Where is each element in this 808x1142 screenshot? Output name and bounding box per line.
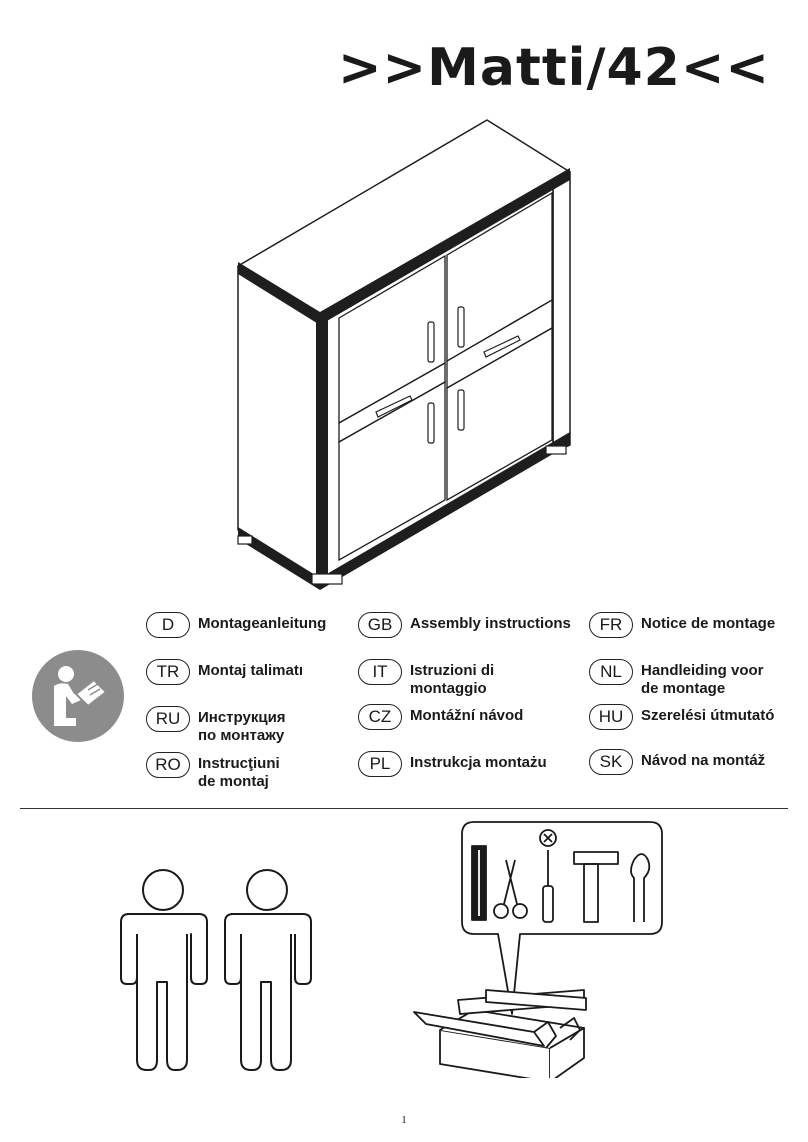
language-name: Notice de montage: [641, 615, 776, 632]
language-code-badge: SK: [589, 749, 633, 775]
lang-item-hu: HU Szerelési útmutató: [589, 704, 774, 730]
language-code-badge: TR: [146, 659, 190, 685]
language-code-badge: HU: [589, 704, 633, 730]
read-instructions-icon: [32, 650, 124, 742]
language-name: Istruzioni di montaggio: [410, 662, 495, 697]
language-code-badge: PL: [358, 751, 402, 777]
language-name: Montážní návod: [410, 707, 524, 724]
lang-item-d: D Montageanleitung: [146, 612, 326, 638]
language-name: Szerelési útmutató: [641, 707, 775, 724]
document-title: >>Matti/42<<: [337, 38, 770, 98]
language-name: Handleiding voor de montage: [641, 662, 764, 697]
cabinet-illustration: [237, 119, 571, 590]
language-name: Instrucţiuni de montaj: [198, 755, 280, 790]
language-code-badge: GB: [358, 612, 402, 638]
language-name: Návod na montáž: [641, 752, 766, 769]
section-divider: [20, 808, 788, 809]
lang-item-nl: NL Handleiding voor de montage: [589, 659, 764, 698]
language-code-badge: RO: [146, 752, 190, 778]
lang-item-fr: FR Notice de montage: [589, 612, 775, 638]
language-code-badge: RU: [146, 706, 190, 732]
lang-item-tr: TR Montaj talimatı: [146, 659, 303, 685]
lang-item-it: IT Istruzioni di montaggio: [358, 659, 494, 698]
lang-item-ro: RO Instrucţiuni de montaj: [146, 752, 280, 791]
two-persons-icon: [120, 869, 312, 1071]
lang-item-sk: SK Návod na montáž: [589, 749, 765, 775]
language-name: Montaj talimatı: [198, 662, 304, 679]
language-code-badge: D: [146, 612, 190, 638]
language-code-badge: IT: [358, 659, 402, 685]
lang-item-pl: PL Instrukcja montażu: [358, 751, 547, 777]
language-code-badge: FR: [589, 612, 633, 638]
toolbox-icon: [413, 821, 663, 1078]
language-name: Инструкция по монтажу: [198, 709, 286, 744]
lang-item-cz: CZ Montážní návod: [358, 704, 523, 730]
page-number: 1: [401, 1114, 407, 1126]
lang-item-ru: RU Инструкция по монтажу: [146, 706, 286, 745]
language-name: Assembly instructions: [410, 615, 571, 632]
language-code-badge: CZ: [358, 704, 402, 730]
lang-item-gb: GB Assembly instructions: [358, 612, 571, 638]
language-code-badge: NL: [589, 659, 633, 685]
language-name: Montageanleitung: [198, 615, 327, 632]
language-name: Instrukcja montażu: [410, 754, 547, 771]
